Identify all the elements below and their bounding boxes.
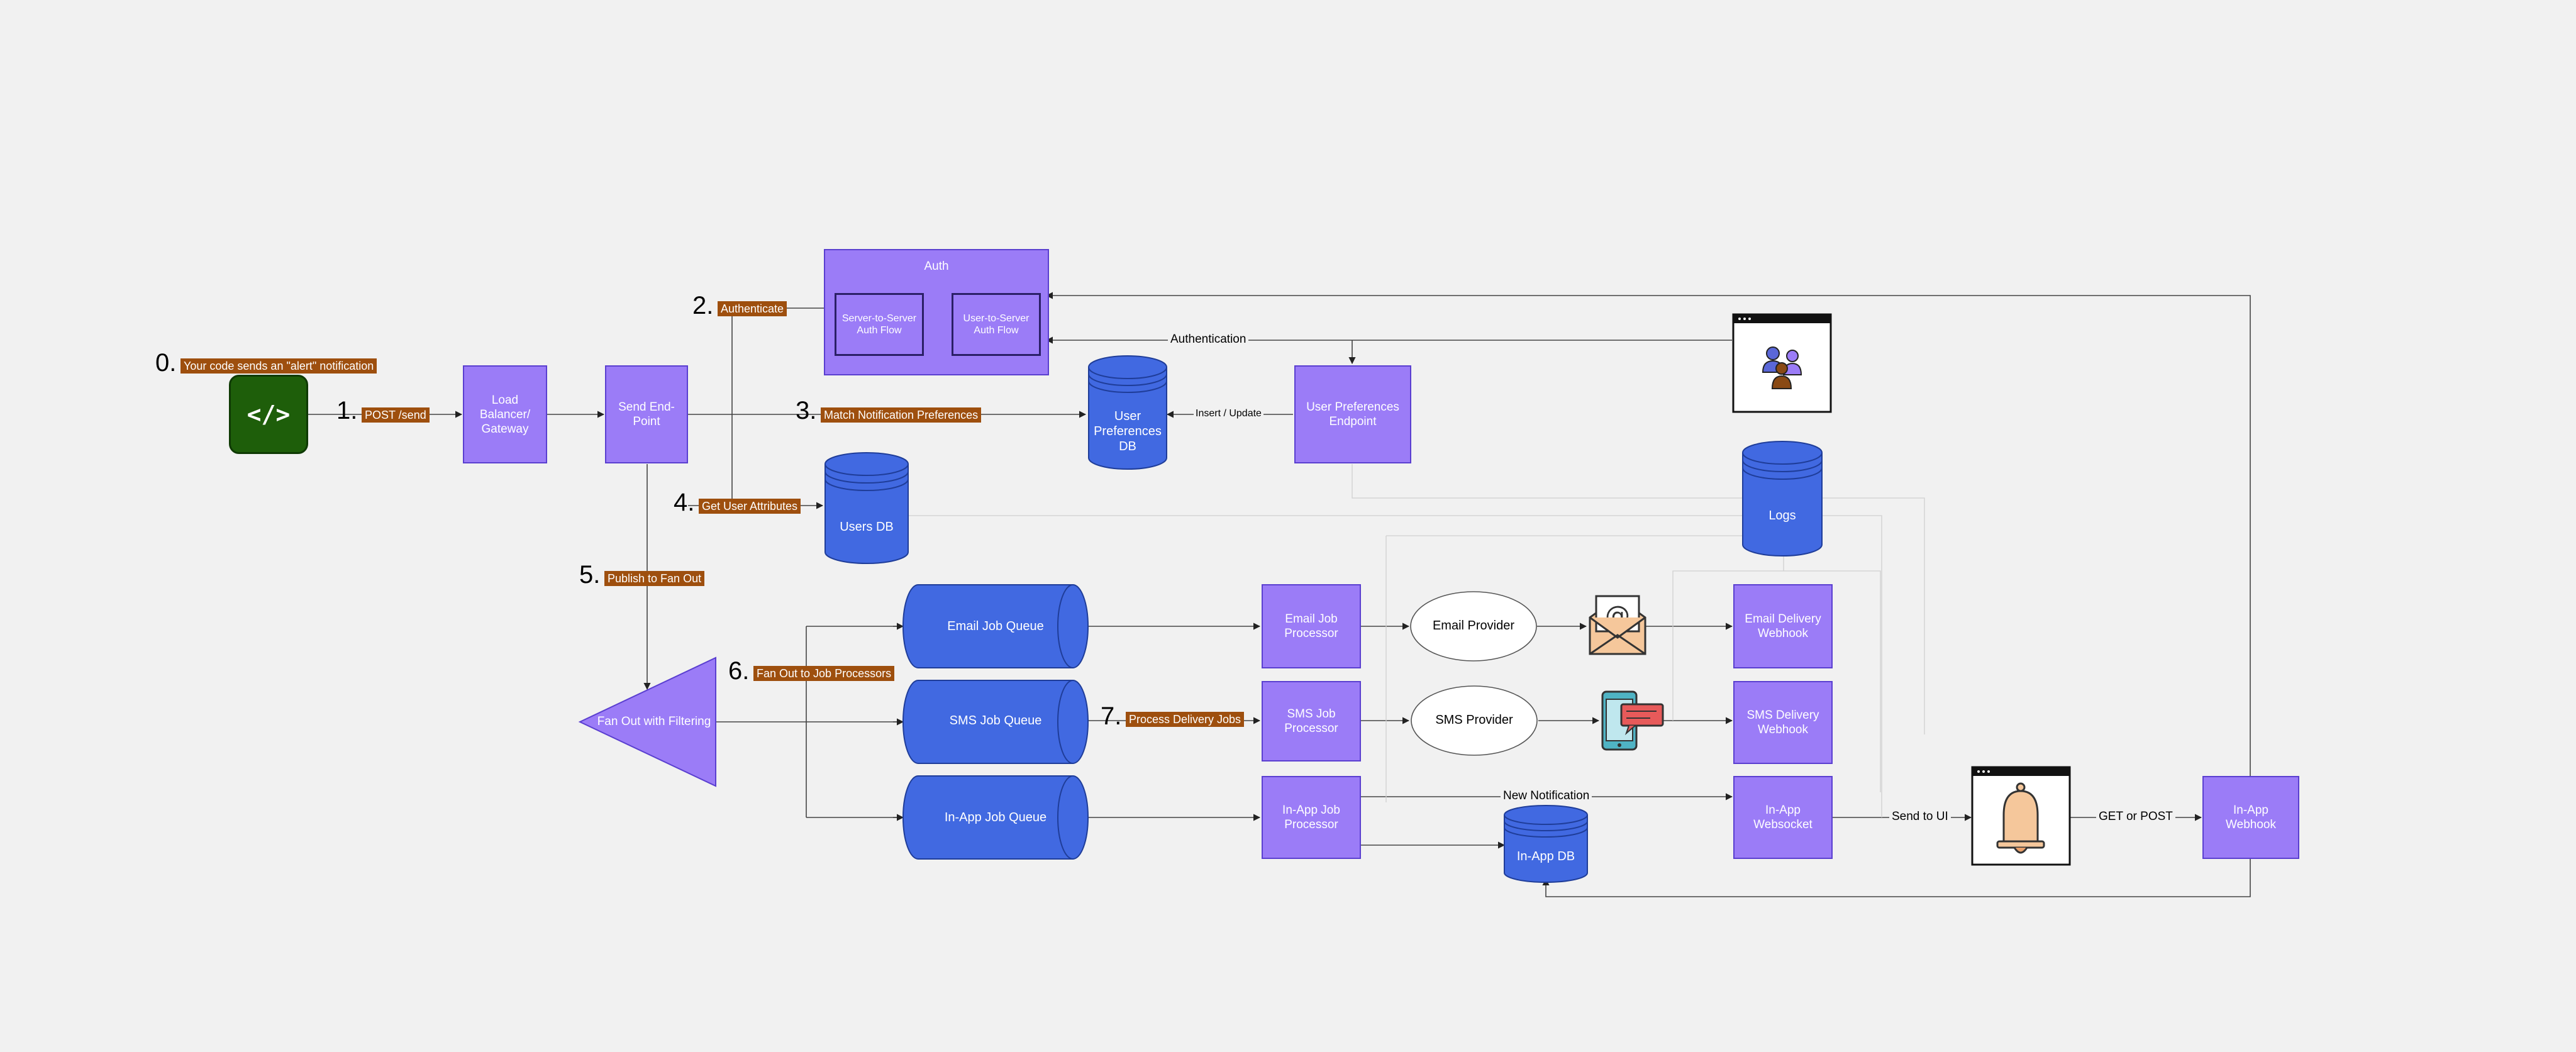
- email-queue-shape: [902, 584, 1089, 668]
- logs-label: Logs: [1768, 509, 1796, 523]
- edge-webhook-to-auth: [1045, 292, 2251, 776]
- sms-provider-shape: [1411, 685, 1538, 756]
- fan-out-label: Fan Out with Filtering: [597, 715, 711, 728]
- bell-window-icon: [1971, 766, 2071, 866]
- step-4-number: 4.: [674, 489, 695, 516]
- sms-phone-icon: [1601, 690, 1664, 751]
- fan-out-triangle: [578, 656, 716, 787]
- email-webhook-node: Email Delivery Webhook: [1733, 584, 1833, 668]
- step-0-number: 0.: [155, 349, 177, 377]
- log-connectors: [908, 464, 1925, 817]
- step-7-label: Process Delivery Jobs: [1126, 712, 1245, 727]
- sms-webhook-node: SMS Delivery Webhook: [1733, 681, 1833, 764]
- edge-webhook-to-inappdb: [1542, 859, 2251, 897]
- users-db-label: Users DB: [840, 520, 894, 534]
- edge-fanout-split: [716, 626, 903, 818]
- step-6-label: Fan Out to Job Processors: [753, 666, 895, 681]
- sms-provider-label: SMS Provider: [1435, 713, 1513, 727]
- step-2-number: 2.: [692, 292, 714, 319]
- user-prefs-db-label: User Preferences DB: [1094, 409, 1162, 453]
- new-notification-edge-label: New Notification: [1501, 789, 1592, 803]
- send-endpoint-node: Send End-Point: [605, 365, 688, 463]
- step-0-label: Your code sends an "alert" notification: [180, 358, 377, 374]
- step-3-number: 3.: [796, 397, 817, 424]
- step-1-label: POST /send: [362, 407, 430, 423]
- email-queue-label: Email Job Queue: [947, 619, 1044, 633]
- inapp-webhook-node: In-App Webhook: [2202, 776, 2299, 859]
- users-window-icon: [1732, 313, 1832, 413]
- inapp-processor-node: In-App Job Processor: [1262, 776, 1361, 859]
- step-5-number: 5.: [579, 561, 601, 589]
- inapp-queue-label: In-App Job Queue: [944, 811, 1047, 824]
- sms-queue-label: SMS Job Queue: [949, 714, 1042, 728]
- step-3-label: Match Notification Preferences: [821, 407, 982, 423]
- sms-queue-shape: [902, 680, 1089, 764]
- user-prefs-endpoint-node: User Preferences Endpoint: [1294, 365, 1411, 463]
- users-db-shape: [824, 452, 909, 564]
- step-4-label: Get User Attributes: [699, 499, 801, 514]
- s2s-auth-node: Server-to-Server Auth Flow: [835, 293, 924, 356]
- step-5-label: Publish to Fan Out: [604, 571, 705, 586]
- get-or-post-edge-label: GET or POST: [2096, 810, 2175, 824]
- inapp-db-shape: [1504, 805, 1588, 883]
- user-prefs-db-shape: [1088, 355, 1167, 470]
- email-provider-shape: [1410, 591, 1537, 662]
- logs-db-shape: [1742, 441, 1823, 556]
- inapp-queue-shape: [902, 775, 1089, 860]
- load-balancer-node: Load Balancer/ Gateway: [463, 365, 547, 463]
- email-envelope-icon: @: [1589, 595, 1646, 655]
- code-icon: </>: [229, 375, 308, 454]
- auth-title: Auth: [924, 260, 949, 273]
- edge-send-to-auth: [731, 304, 835, 504]
- step-1-number: 1.: [336, 397, 358, 424]
- inapp-websocket-node: In-App Websocket: [1733, 776, 1833, 859]
- insert-update-edge-label: Insert / Update: [1194, 408, 1263, 419]
- email-provider-label: Email Provider: [1432, 619, 1515, 633]
- send-to-ui-edge-label: Send to UI: [1889, 810, 1951, 824]
- sms-processor-node: SMS Job Processor: [1262, 681, 1361, 761]
- u2s-auth-node: User-to-Server Auth Flow: [952, 293, 1041, 356]
- step-6-number: 6.: [728, 657, 750, 685]
- step-7-number: 7.: [1101, 702, 1122, 730]
- step-2-label: Authenticate: [718, 301, 787, 316]
- email-processor-node: Email Job Processor: [1262, 584, 1361, 668]
- authentication-edge-label: Authentication: [1168, 333, 1249, 346]
- inapp-db-label: In-App DB: [1516, 850, 1575, 863]
